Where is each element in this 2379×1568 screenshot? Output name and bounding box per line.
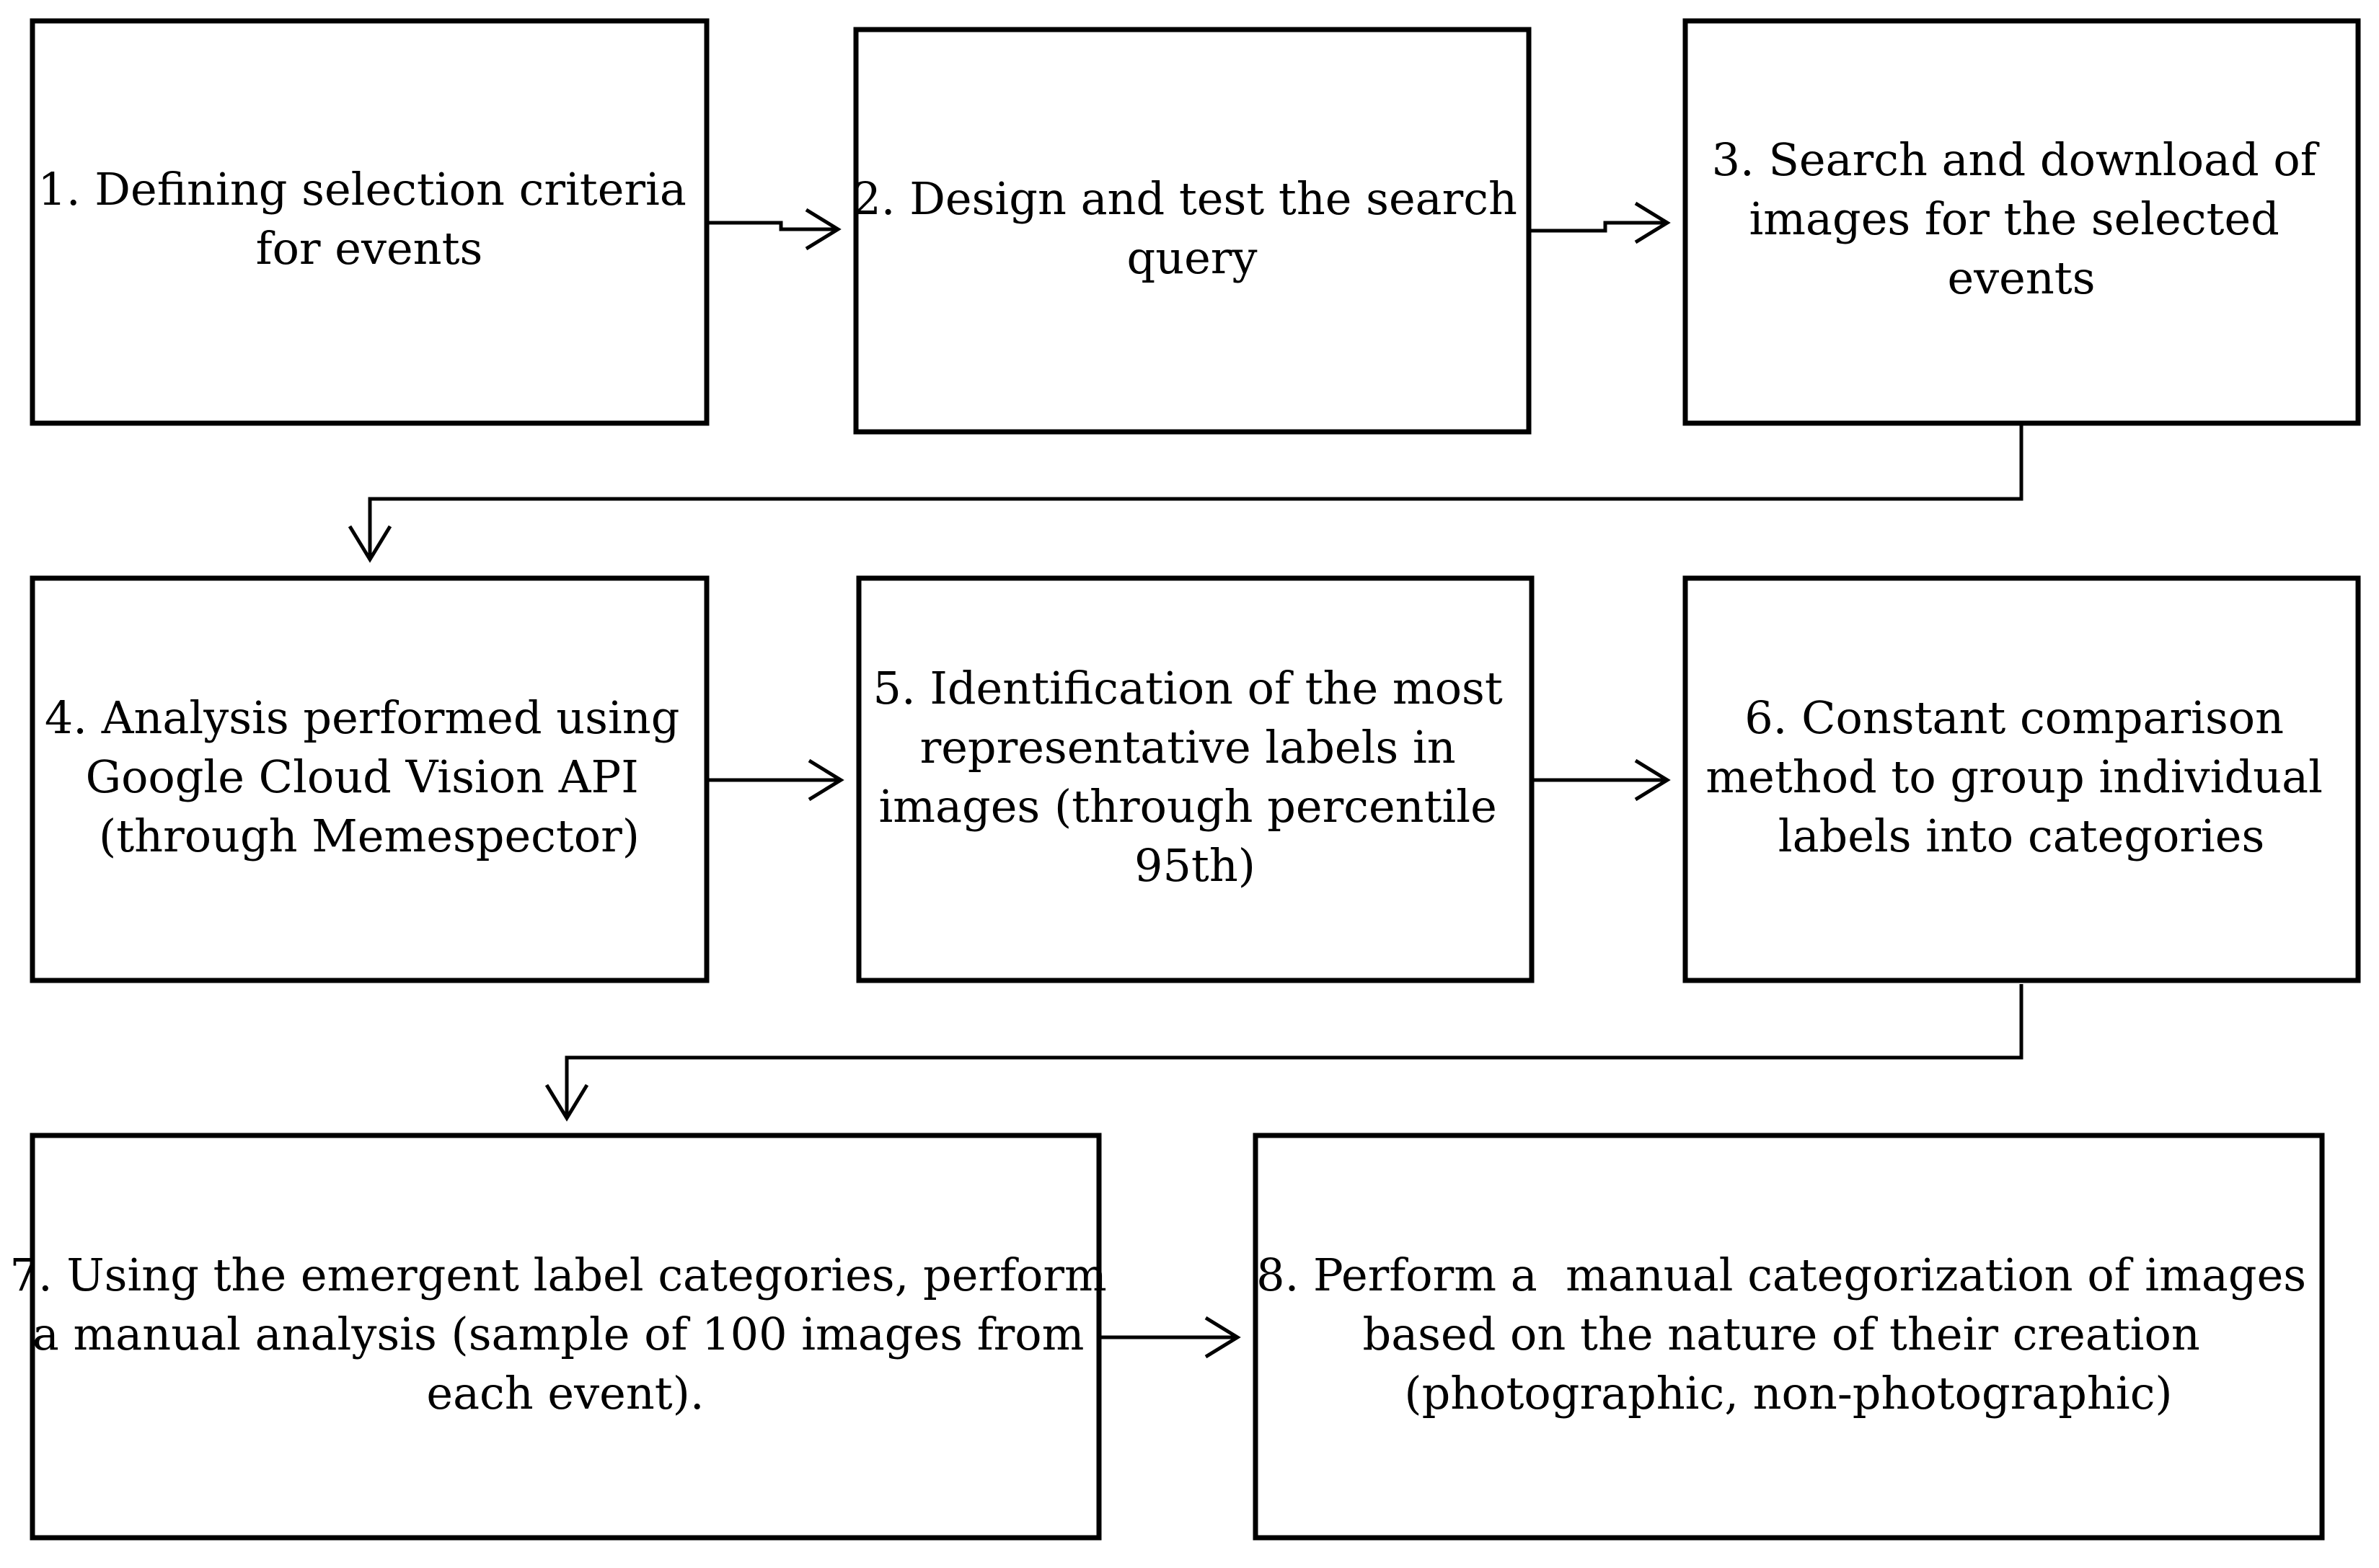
- step-7-text: 7. Using the emergent label categories, …: [10, 1249, 1121, 1419]
- step-8-line-1: 8. Perform a manual categorization of im…: [1256, 1249, 2306, 1301]
- step-box-7: 7. Using the emergent label categories, …: [10, 1133, 1121, 1541]
- step-5-text: 5. Identification of the most representa…: [873, 662, 1517, 892]
- connectors: [348, 201, 2023, 1359]
- step-3-line-2: images for the selected: [1749, 192, 2279, 245]
- arrowhead-icon: [1204, 1316, 1241, 1359]
- step-box-8: 8. Perform a manual categorization of im…: [1253, 1133, 2325, 1541]
- arrowhead-icon: [544, 1084, 589, 1122]
- step-4-line-2: Google Cloud Vision API: [86, 750, 639, 803]
- arrowhead-icon: [808, 758, 844, 802]
- connector-5-to-6: [1533, 758, 1671, 802]
- step-2-line-1: 2. Design and test the search: [852, 172, 1517, 225]
- step-3-text: 3. Search and download of images for the…: [1712, 133, 2331, 304]
- step-1-line-2: for events: [256, 222, 483, 275]
- step-5-line-2: representative labels in: [920, 721, 1456, 774]
- step-3-line-1: 3. Search and download of: [1712, 133, 2320, 186]
- connector-3-to-4: [348, 425, 2023, 563]
- step-3-line-3: events: [1947, 252, 2095, 304]
- step-4-line-1: 4. Analysis performed using: [45, 691, 680, 744]
- connector-7-to-8: [1100, 1316, 1241, 1359]
- step-box-1: 1. Defining selection criteria for event…: [30, 18, 710, 426]
- step-4-line-3: (through Memespector): [99, 810, 640, 862]
- step-7-line-1: 7. Using the emergent label categories, …: [10, 1249, 1107, 1301]
- step-5-line-3: images (through percentile: [878, 780, 1496, 833]
- connector-4-to-5: [708, 758, 844, 802]
- connector-1-to-2: [708, 208, 842, 251]
- step-4-text: 4. Analysis performed using Google Cloud…: [45, 691, 694, 862]
- arrowhead-icon: [805, 208, 842, 251]
- step-2-line-2: query: [1127, 231, 1258, 284]
- step-1-line-1: 1. Defining selection criteria: [37, 163, 686, 216]
- step-1-text: 1. Defining selection criteria for event…: [37, 163, 700, 275]
- step-6-line-2: method to group individual: [1705, 750, 2323, 803]
- connector-6-to-7: [544, 984, 2023, 1122]
- step-7-line-2: a manual analysis (sample of 100 images …: [32, 1308, 1085, 1360]
- step-box-6: 6. Constant comparison method to group i…: [1682, 575, 2361, 983]
- connector-2-to-3: [1530, 201, 1671, 244]
- arrowhead-icon: [1634, 201, 1671, 244]
- step-8-line-2: based on the nature of their creation: [1363, 1308, 2200, 1360]
- step-8-text: 8. Perform a manual categorization of im…: [1256, 1249, 2321, 1419]
- step-7-line-3: each event).: [426, 1367, 704, 1419]
- arrowhead-icon: [348, 525, 392, 563]
- arrowhead-icon: [1634, 758, 1671, 802]
- step-box-4: 4. Analysis performed using Google Cloud…: [30, 575, 710, 983]
- step-8-line-3: (photographic, non-photographic): [1404, 1367, 2172, 1419]
- step-box-5: 5. Identification of the most representa…: [856, 575, 1535, 983]
- step-2-text: 2. Design and test the search query: [852, 172, 1531, 284]
- step-6-line-1: 6. Constant comparison: [1744, 691, 2284, 744]
- step-6-text: 6. Constant comparison method to group i…: [1705, 691, 2336, 862]
- step-5-line-4: 95th): [1134, 839, 1255, 892]
- step-box-3: 3. Search and download of images for the…: [1682, 18, 2361, 426]
- step-5-line-1: 5. Identification of the most: [873, 662, 1503, 714]
- step-box-2: 2. Design and test the search query: [852, 27, 1532, 435]
- step-6-line-3: labels into categories: [1778, 810, 2265, 862]
